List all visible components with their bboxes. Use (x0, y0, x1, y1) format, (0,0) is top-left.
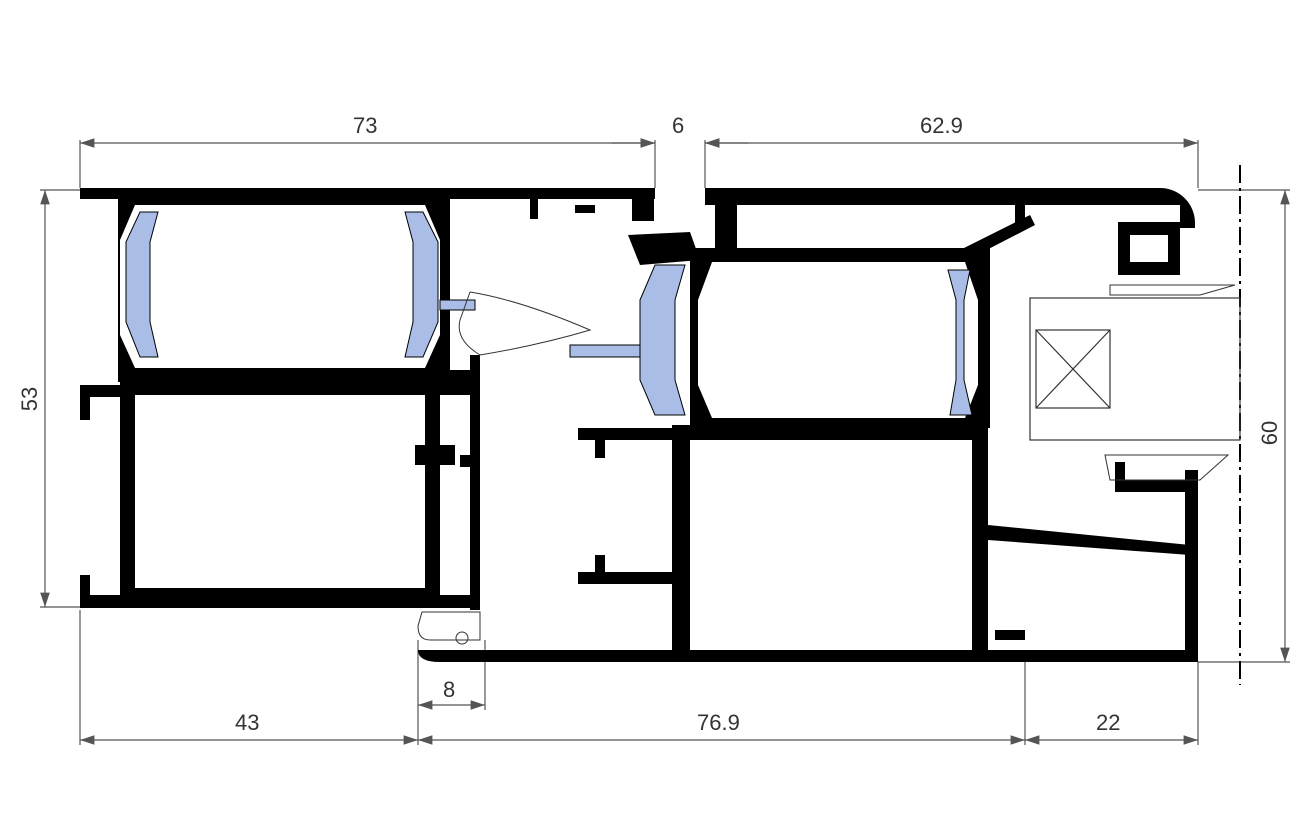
thermal-breaks (125, 211, 973, 416)
dim-bottom-right: 22 (1096, 710, 1121, 735)
dim-top-right: 62.9 (920, 113, 963, 138)
dim-bottom-small: 8 (443, 677, 456, 702)
profile-sections (80, 188, 1198, 662)
dim-bottom-middle: 76.9 (697, 710, 740, 735)
dim-top-left: 73 (353, 113, 378, 138)
dim-right-height: 60 (1257, 420, 1283, 446)
dimension-lines (40, 138, 1290, 745)
dim-top-gap: 6 (672, 113, 685, 138)
dim-bottom-left: 43 (235, 710, 260, 735)
glass-pane (1029, 297, 1241, 441)
dim-left-height: 53 (17, 386, 43, 412)
gaskets (417, 284, 1236, 645)
